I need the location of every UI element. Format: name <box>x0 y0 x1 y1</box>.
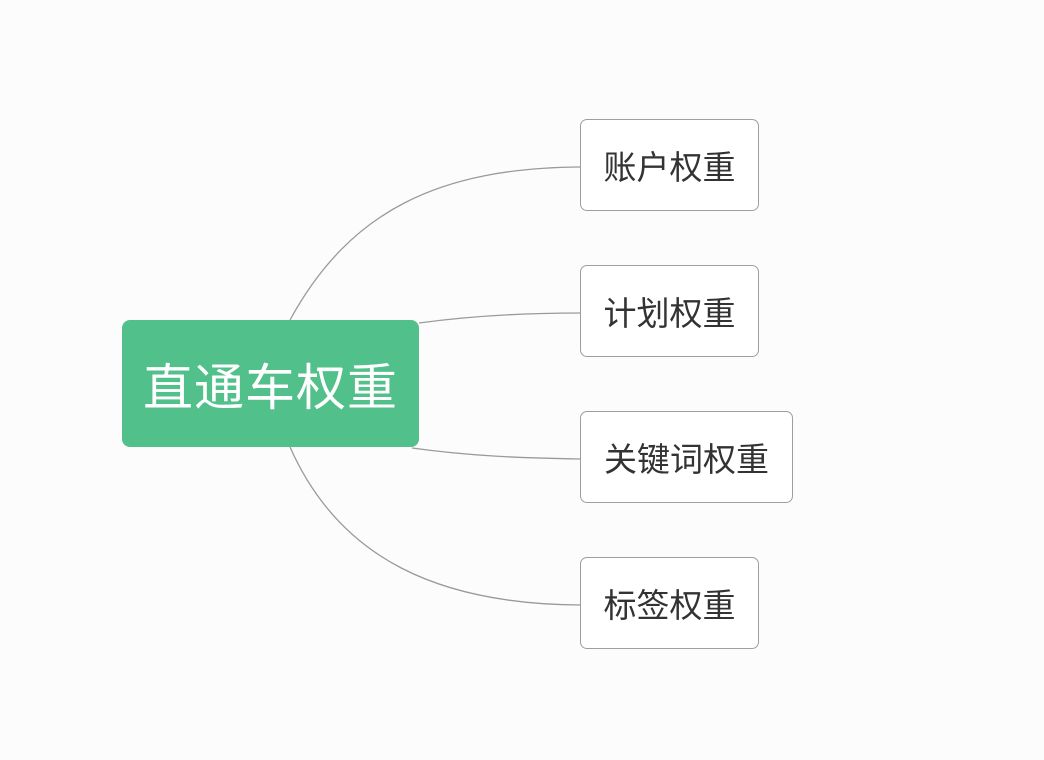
node-tag-weight[interactable]: 标签权重 <box>580 557 759 649</box>
node-account-weight[interactable]: 账户权重 <box>580 119 759 211</box>
connector-keyword-weight <box>411 447 581 460</box>
connector-tag-weight <box>289 446 581 606</box>
node-plan-weight[interactable]: 计划权重 <box>580 265 759 357</box>
node-label: 计划权重 <box>603 294 736 333</box>
node-label: 账户权重 <box>603 148 736 187</box>
connector-plan-weight <box>418 312 581 324</box>
node-keyword-weight[interactable]: 关键词权重 <box>580 411 793 503</box>
node-label: 标签权重 <box>603 586 736 625</box>
connector-account-weight <box>289 166 581 321</box>
root-node-through-train-weight[interactable]: 直通车权重 <box>122 320 419 447</box>
root-node-label: 直通车权重 <box>143 358 398 417</box>
node-label: 关键词权重 <box>604 440 769 479</box>
